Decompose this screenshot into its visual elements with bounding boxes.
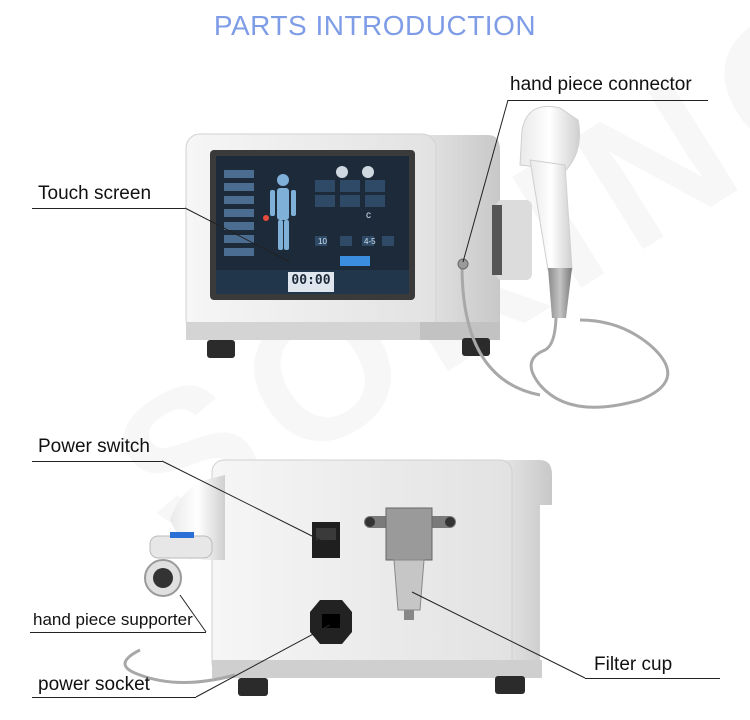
label-power-socket: power socket [38,674,150,695]
leader-hand-piece-supporter-underline [30,632,206,633]
label-power-switch: Power switch [38,436,150,457]
leader-hand-piece-connector-underline [508,100,708,101]
back-device [211,459,552,696]
label-filter-cup: Filter cup [594,654,673,675]
front-device [185,133,500,358]
leader-filter-cup-underline [585,678,720,679]
leader-power-socket-underline [32,697,196,698]
screen-frequency: 10 [318,237,327,246]
label-hand-piece-connector: hand piece connector [510,74,692,95]
screen-count-unit: c [366,210,371,221]
leader-touch-screen-underline [32,208,185,209]
screen-count: 4-5 [364,237,376,246]
back-handpiece [123,475,236,684]
filter-cup-graphic [385,507,433,561]
leader-power-switch-underline [32,461,162,462]
screen-timer: 00:00 [291,273,331,288]
label-touch-screen: Touch screen [38,183,152,204]
label-hand-piece-supporter: hand piece supporter [33,610,193,629]
page-title: PARTS INTRODUCTION [213,10,537,41]
front-handpiece [457,105,670,409]
